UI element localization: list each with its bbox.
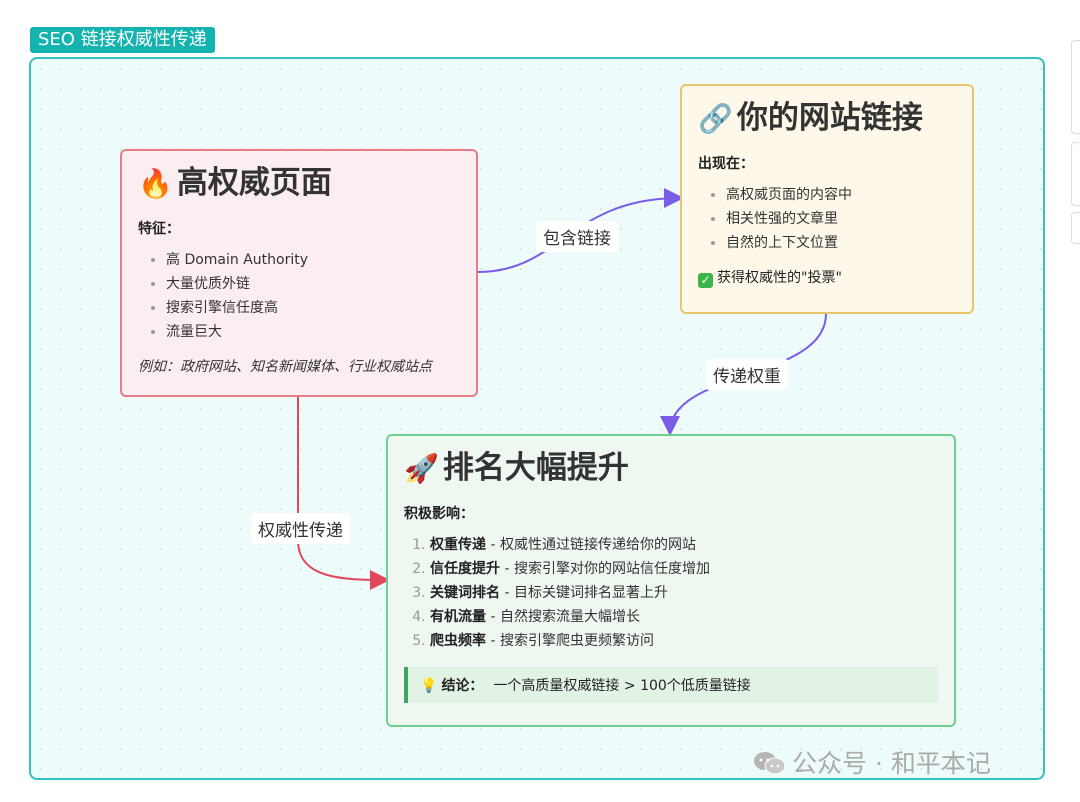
list-item: 爬虫频率 - 搜索引擎爬虫更频繁访问: [430, 629, 938, 653]
list-item: 搜索引擎信任度高: [166, 296, 460, 320]
feature-list: 高 Domain Authority 大量优质外链 搜索引擎信任度高 流量巨大: [138, 248, 460, 344]
node-ranking-boost[interactable]: 🚀排名大幅提升 积极影响： 权重传递 - 权威性通过链接传递给你的网站 信任度提…: [386, 434, 956, 727]
edge-label-authority: 权威性传递: [251, 513, 350, 544]
fire-icon: 🔥: [138, 167, 173, 200]
example-text: 例如：政府网站、知名新闻媒体、行业权威站点: [138, 359, 432, 375]
diagram-title: SEO 链接权威性传递: [30, 27, 215, 53]
link-icon: 🔗: [698, 102, 733, 135]
node-subtitle: 积极影响：: [404, 506, 474, 522]
node-subtitle: 出现在：: [698, 156, 754, 172]
edge-label-contain: 包含链接: [536, 221, 618, 252]
side-toolbar-strip[interactable]: [1071, 40, 1080, 134]
list-item: 流量巨大: [166, 320, 460, 344]
lightbulb-icon: 💡: [420, 678, 438, 694]
node-title: 🔥高权威页面: [138, 165, 332, 201]
vote-text: ✓获得权威性的"投票": [698, 267, 956, 288]
side-toolbar-strip[interactable]: [1071, 142, 1080, 206]
check-icon: ✓: [698, 273, 713, 288]
list-item: 高权威页面的内容中: [726, 183, 956, 207]
node-your-link[interactable]: 🔗你的网站链接 出现在： 高权威页面的内容中 相关性强的文章里 自然的上下文位置…: [680, 84, 974, 314]
edge-label-transfer: 传递权重: [706, 359, 788, 390]
edge-authority-transfer: [297, 397, 390, 590]
node-high-authority[interactable]: 🔥高权威页面 特征： 高 Domain Authority 大量优质外链 搜索引…: [120, 149, 478, 397]
conclusion-box: 💡结论：一个高质量权威链接 > 100个低质量链接: [404, 667, 938, 703]
wechat-icon: [754, 752, 786, 775]
rocket-icon: 🚀: [404, 452, 439, 485]
list-item: 相关性强的文章里: [726, 207, 956, 231]
node-title: 🔗你的网站链接: [698, 100, 923, 136]
node-subtitle: 特征：: [138, 221, 180, 237]
side-toolbar-strip[interactable]: [1071, 212, 1080, 244]
list-item: 自然的上下文位置: [726, 231, 956, 255]
node-title: 🚀排名大幅提升: [404, 450, 629, 486]
list-item: 权重传递 - 权威性通过链接传递给你的网站: [430, 533, 938, 557]
list-item: 信任度提升 - 搜索引擎对你的网站信任度增加: [430, 557, 938, 581]
watermark: 公众号 · 和平本记: [752, 744, 991, 780]
list-item: 有机流量 - 自然搜索流量大幅增长: [430, 605, 938, 629]
list-item: 关键词排名 - 目标关键词排名显著上升: [430, 581, 938, 605]
impact-list: 权重传递 - 权威性通过链接传递给你的网站 信任度提升 - 搜索引擎对你的网站信…: [404, 533, 938, 653]
appear-list: 高权威页面的内容中 相关性强的文章里 自然的上下文位置: [698, 183, 956, 255]
list-item: 大量优质外链: [166, 272, 460, 296]
list-item: 高 Domain Authority: [166, 248, 460, 272]
